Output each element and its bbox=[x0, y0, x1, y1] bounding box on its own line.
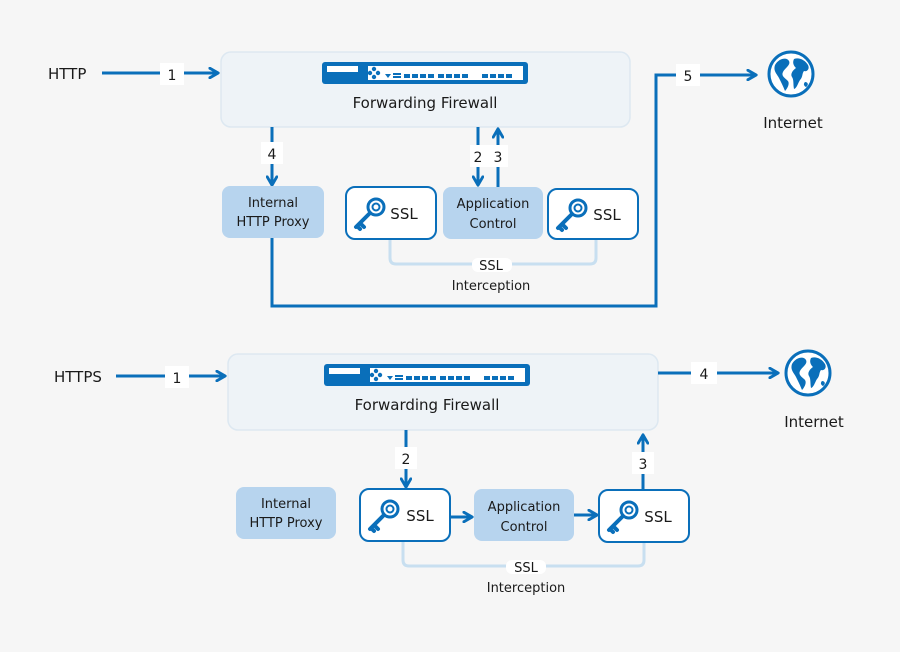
step-badge bbox=[470, 145, 508, 167]
application-control-box bbox=[474, 489, 574, 541]
step-number-3: 3 bbox=[494, 150, 503, 166]
step-number-3: 3 bbox=[639, 457, 648, 473]
step-badge bbox=[261, 142, 283, 164]
step-number-2: 2 bbox=[474, 150, 483, 166]
appctrl-label-line2: Control bbox=[501, 520, 548, 535]
step-number-4: 4 bbox=[268, 147, 277, 163]
proxy-label-line1: Internal bbox=[248, 196, 298, 211]
proxy-label-line2: HTTP Proxy bbox=[249, 516, 322, 531]
http-diagram: Forwarding Firewall HTTP 1 4 Internal HT… bbox=[48, 50, 823, 308]
ssl-right-label: SSL bbox=[593, 206, 621, 224]
proxy-label-line1: Internal bbox=[261, 497, 311, 512]
step-badge bbox=[165, 366, 189, 388]
ssl-interception-label-line2: Interception bbox=[487, 581, 566, 596]
globe-icon bbox=[767, 50, 815, 98]
ssl-left-label: SSL bbox=[390, 205, 418, 223]
ssl-right-label: SSL bbox=[644, 508, 672, 526]
appctrl-label-line1: Application bbox=[488, 500, 561, 515]
step-badge bbox=[160, 63, 184, 85]
ssl-module-left bbox=[345, 186, 437, 240]
internal-http-proxy-box bbox=[236, 487, 336, 539]
firewall-device-icon bbox=[322, 62, 528, 84]
step-number-1: 1 bbox=[173, 371, 182, 387]
step-badge bbox=[676, 64, 700, 86]
ssl-interception-label-line2: Interception bbox=[452, 279, 531, 294]
label-bg bbox=[472, 258, 512, 272]
internet-label: Internet bbox=[784, 413, 844, 431]
label-bg bbox=[506, 560, 546, 574]
appctrl-label-line2: Control bbox=[470, 217, 517, 232]
step-badge bbox=[395, 447, 417, 469]
globe-icon bbox=[784, 349, 832, 397]
step-number-4: 4 bbox=[700, 367, 709, 383]
step-number-5: 5 bbox=[684, 69, 693, 85]
application-control-box bbox=[443, 187, 543, 239]
ssl-module-right bbox=[547, 188, 639, 240]
ssl-module-left bbox=[359, 488, 451, 542]
ssl-interception-label-line1: SSL bbox=[514, 561, 539, 576]
ssl-interception-label-line1: SSL bbox=[479, 259, 504, 274]
ssl-left-label: SSL bbox=[406, 507, 434, 525]
http-source-label: HTTP bbox=[48, 65, 86, 83]
firewall-label: Forwarding Firewall bbox=[353, 94, 498, 112]
firewall-label: Forwarding Firewall bbox=[355, 396, 500, 414]
appctrl-label-line1: Application bbox=[457, 197, 530, 212]
firewall-device-icon bbox=[324, 364, 530, 386]
step-number-1: 1 bbox=[168, 68, 177, 84]
step-number-2: 2 bbox=[402, 452, 411, 468]
internet-label: Internet bbox=[763, 114, 823, 132]
internal-http-proxy-box bbox=[222, 186, 324, 238]
proxy-label-line2: HTTP Proxy bbox=[236, 215, 309, 230]
https-source-label: HTTPS bbox=[54, 368, 102, 386]
https-diagram: Forwarding Firewall HTTPS 1 4 Internet I… bbox=[54, 349, 844, 596]
step-badge bbox=[691, 362, 717, 384]
step-badge bbox=[632, 452, 654, 474]
